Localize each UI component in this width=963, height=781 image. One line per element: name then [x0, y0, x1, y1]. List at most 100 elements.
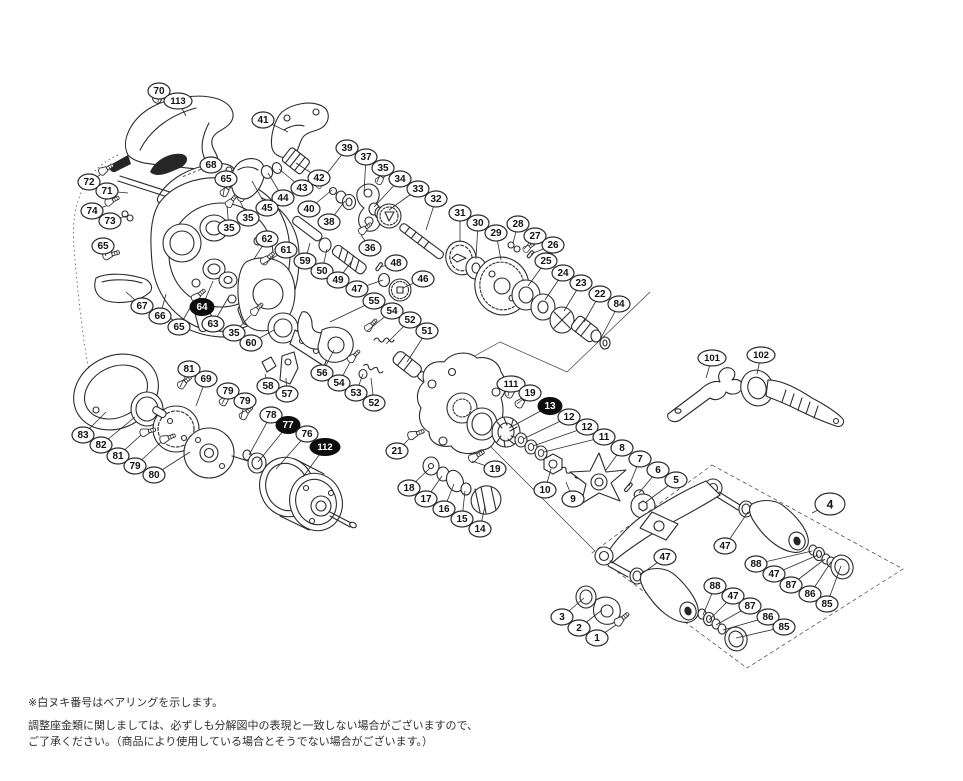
svg-text:63: 63 — [207, 319, 219, 330]
callout-26: 26 — [541, 236, 565, 254]
washer-63 — [218, 271, 238, 289]
svg-text:6: 6 — [655, 465, 661, 476]
callout-78: 78 — [259, 406, 283, 424]
callout-72: 72 — [77, 173, 101, 191]
svg-text:23: 23 — [575, 278, 587, 289]
svg-text:74: 74 — [86, 206, 98, 217]
handle-assembly — [591, 464, 904, 669]
callout-46: 46 — [411, 270, 435, 288]
bits-28 — [507, 241, 515, 249]
svg-text:47: 47 — [659, 552, 671, 563]
svg-text:53: 53 — [350, 388, 362, 399]
callout-19: 19 — [483, 460, 507, 478]
callout-65: 65 — [91, 237, 115, 255]
svg-text:28: 28 — [512, 219, 524, 230]
callout-12: 12 — [557, 408, 581, 426]
disclaimer-line-1: 調整座金類に関しましては、必ずしも分解図中の表現と一致しない場合がございますので… — [28, 720, 479, 732]
svg-text:35: 35 — [242, 213, 254, 224]
svg-text:45: 45 — [261, 203, 273, 214]
svg-text:71: 71 — [101, 186, 113, 197]
callout-54: 54 — [327, 374, 351, 392]
callout-82: 82 — [89, 436, 113, 454]
drag-nut-10 — [543, 453, 563, 475]
svg-text:29: 29 — [490, 228, 502, 239]
callout-88: 88 — [744, 555, 768, 573]
svg-text:22: 22 — [594, 289, 606, 300]
idle-gear-46 — [388, 278, 412, 302]
callout-10: 10 — [533, 481, 557, 499]
yoke-37 — [356, 183, 381, 232]
svg-text:81: 81 — [112, 451, 124, 462]
callout-69: 69 — [194, 370, 218, 388]
handle-nut-group — [575, 585, 632, 629]
gear-33 — [376, 203, 402, 229]
svg-text:11: 11 — [599, 432, 610, 443]
callout-35: 35 — [222, 324, 246, 342]
svg-text:78: 78 — [265, 410, 277, 421]
latch-57 — [279, 351, 299, 385]
ring-84a — [590, 329, 602, 343]
callout-79: 79 — [233, 392, 257, 410]
knob-cap-upper — [830, 554, 854, 580]
svg-text:84: 84 — [613, 299, 625, 310]
svg-text:13: 13 — [544, 401, 556, 412]
callout-17: 17 — [414, 490, 438, 508]
callout-83: 83 — [71, 426, 95, 444]
pin-26 — [526, 250, 535, 259]
callout-70: 70 — [147, 82, 171, 100]
svg-text:2: 2 — [576, 623, 582, 634]
callout-14: 14 — [468, 520, 492, 538]
washer-15 — [460, 482, 472, 496]
callout-59: 59 — [293, 252, 317, 270]
svg-text:77: 77 — [282, 420, 294, 431]
svg-text:87: 87 — [785, 580, 797, 591]
callout-62: 62 — [255, 230, 279, 248]
svg-text:86: 86 — [762, 612, 774, 623]
callout-77: 77 — [275, 416, 301, 434]
svg-text:49: 49 — [332, 275, 344, 286]
callout-31: 31 — [448, 204, 472, 222]
callout-88: 88 — [703, 577, 727, 595]
callout-47: 47 — [721, 587, 745, 605]
callout-36: 36 — [358, 239, 382, 257]
svg-text:33: 33 — [412, 184, 424, 195]
svg-text:62: 62 — [261, 234, 273, 245]
svg-text:54: 54 — [386, 306, 398, 317]
svg-text:82: 82 — [95, 440, 107, 451]
svg-text:19: 19 — [524, 388, 536, 399]
svg-text:25: 25 — [540, 256, 552, 267]
callout-87: 87 — [779, 576, 803, 594]
svg-text:12: 12 — [581, 422, 593, 433]
callout-81: 81 — [177, 360, 201, 378]
svg-text:5: 5 — [673, 475, 679, 486]
svg-text:80: 80 — [148, 470, 160, 481]
callout-68: 68 — [199, 156, 223, 174]
svg-text:43: 43 — [296, 183, 308, 194]
callout-42: 42 — [307, 169, 331, 187]
svg-text:39: 39 — [341, 143, 353, 154]
callout-9: 9 — [561, 490, 585, 508]
callout-6: 6 — [646, 461, 670, 479]
callout-2: 2 — [567, 619, 591, 637]
svg-text:16: 16 — [438, 504, 450, 515]
svg-text:112: 112 — [317, 442, 332, 453]
left-plate-group — [73, 353, 282, 480]
svg-text:15: 15 — [456, 514, 468, 525]
callout-22: 22 — [588, 285, 612, 303]
svg-text:67: 67 — [136, 301, 148, 312]
drive-gear-stack — [465, 240, 611, 350]
svg-text:51: 51 — [421, 326, 433, 337]
pinion-yoke-group — [314, 169, 402, 237]
svg-text:52: 52 — [368, 398, 380, 409]
callout-84: 84 — [607, 295, 631, 313]
thumb-rest — [150, 153, 188, 175]
callout-51: 51 — [415, 322, 439, 340]
washer-43 — [271, 162, 283, 174]
guide-tube-59 — [292, 215, 323, 242]
svg-text:27: 27 — [529, 231, 541, 242]
svg-text:55: 55 — [368, 296, 380, 307]
svg-text:41: 41 — [257, 115, 269, 126]
callout-53: 53 — [344, 384, 368, 402]
callout-65: 65 — [214, 170, 238, 188]
